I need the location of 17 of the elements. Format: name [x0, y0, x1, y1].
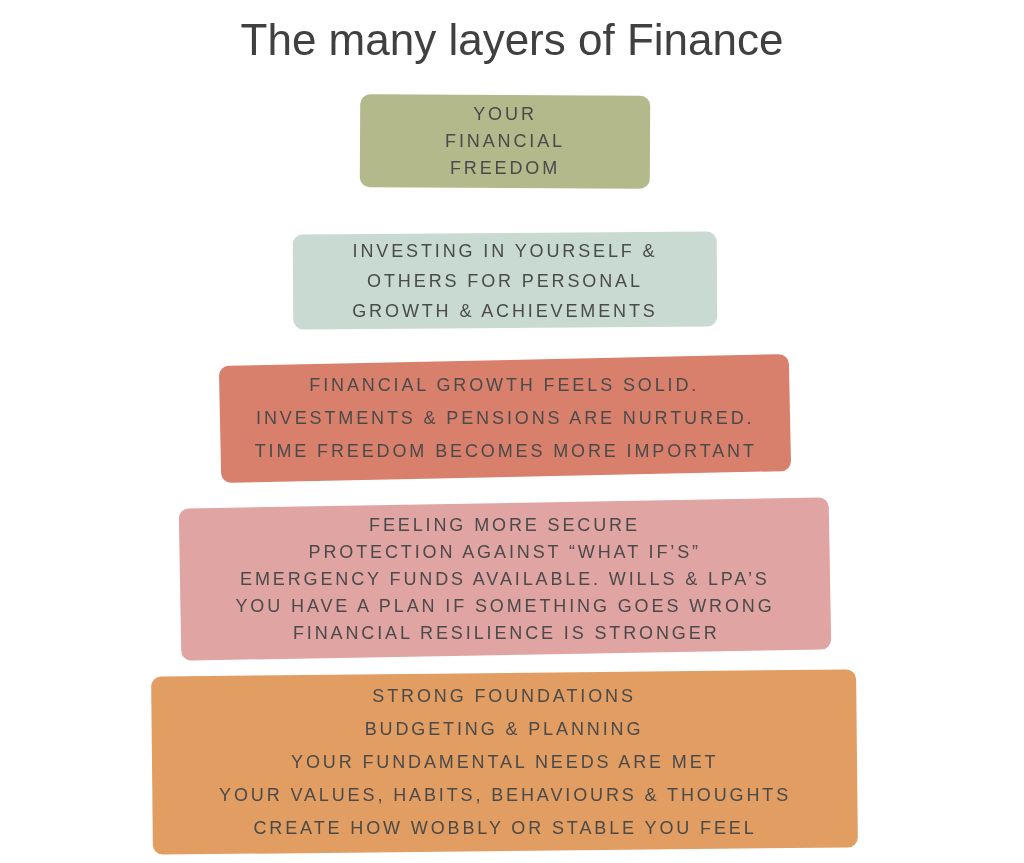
layer-text: FINANCIAL RESILIENCE IS STRONGER: [292, 621, 720, 645]
layer-text: INVESTING IN YOURSELF & OTHERS FOR PERSONAL GROWTH & ACHIEVEMENTS: [351, 239, 659, 323]
layer-text: YOU HAVE A PLAN IF SOMETHING GOES WRONG: [235, 594, 775, 618]
layer-text: YOUR FINANCIAL FREEDOM: [444, 103, 566, 180]
layer-text: EMERGENCY FUNDS AVAILABLE. WILLS & LPA’S: [240, 567, 770, 591]
layer-box: [359, 94, 651, 189]
layer-text: YOUR VALUES, HABITS, BEHAVIOURS & THOUGHTS CREATE HOW WOBBLY OR STABLE YOU FEEL: [218, 783, 793, 840]
layer-text: INVESTMENTS & PENSIONS ARE NURTURED.: [255, 407, 755, 430]
layer-text: FEELING MORE SECURE: [368, 513, 640, 537]
layer-text: FINANCIAL GROWTH FEELS SOLID.: [309, 374, 700, 397]
layer-text: PROTECTION AGAINST “WHAT IF’S”: [308, 540, 701, 564]
layer-text: STRONG FOUNDATIONS: [372, 684, 636, 708]
layer-box: [292, 231, 718, 330]
title: The many layers of Finance: [240, 14, 784, 66]
layer-text: BUDGETING & PLANNING: [364, 717, 644, 741]
layer-text: YOUR FUNDAMENTAL NEEDS ARE MET: [290, 750, 719, 774]
layer-text: TIME FREEDOM BECOMES MORE IMPORTANT: [254, 440, 757, 463]
